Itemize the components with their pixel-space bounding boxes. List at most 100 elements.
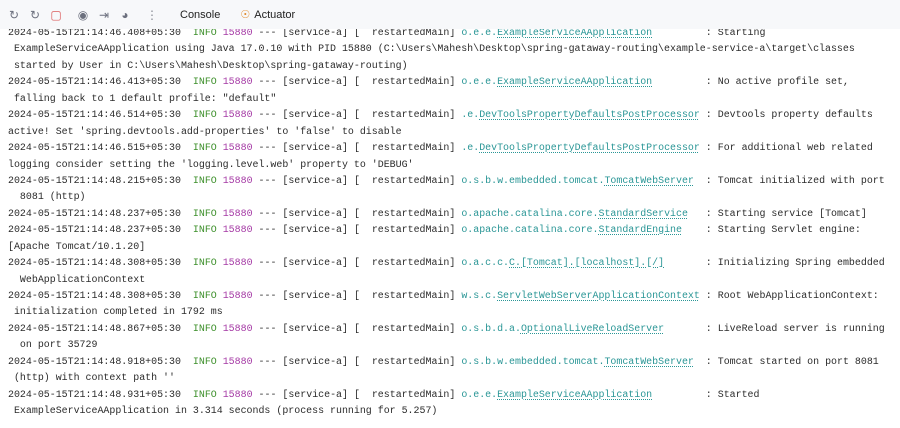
log-line-continuation: ExampleServiceAApplication in 3.314 seco… <box>8 405 438 417</box>
log-app-name: [service-a] <box>282 224 348 236</box>
log-timestamp: 2024-05-15T21:14:48.867+05:30 <box>8 322 181 334</box>
log-timestamp: 2024-05-15T21:14:46.515+05:30 <box>8 142 181 154</box>
log-line-continuation: started by User in C:\Users\Mahesh\Deskt… <box>8 59 408 71</box>
log-message: Tomcat started on port 8081 <box>717 355 879 367</box>
log-thread: [ restartedMain] <box>353 142 456 154</box>
more-icon[interactable]: ⋮ <box>146 7 158 22</box>
log-line: 2024-05-15T21:14:46.514+05:30 INFO 15880… <box>8 107 900 123</box>
log-pid: 15880 <box>222 76 253 88</box>
logger-class-link[interactable]: ExampleServiceAApplication <box>497 27 653 38</box>
log-thread: [ restartedMain] <box>353 207 456 219</box>
log-app-name: [service-a] <box>282 388 348 400</box>
log-line-continuation: ExampleServiceAApplication using Java 17… <box>8 43 855 55</box>
log-level: INFO <box>192 290 217 301</box>
log-line: 2024-05-15T21:14:48.931+05:30 INFO 15880… <box>8 387 900 403</box>
log-pid: 15880 <box>222 257 253 269</box>
stop-icon[interactable]: ▢ <box>50 7 62 22</box>
rerun-debug-icon[interactable]: ↻ <box>29 7 41 22</box>
log-timestamp: 2024-05-15T21:14:48.237+05:30 <box>8 224 181 236</box>
log-line: 2024-05-15T21:14:46.408+05:30 INFO 15880… <box>8 25 900 41</box>
log-separator: --- <box>258 207 277 219</box>
log-separator: --- <box>258 388 277 400</box>
log-line-continuation: on port 35729 <box>8 339 98 351</box>
log-timestamp: 2024-05-15T21:14:48.918+05:30 <box>8 355 181 367</box>
log-message: Initializing Spring embedded <box>717 257 885 269</box>
profiler-icon[interactable]: ◕ <box>121 7 129 22</box>
log-separator: --- <box>258 27 277 38</box>
log-message: Started <box>717 388 760 400</box>
logger-class-link[interactable]: DevToolsPropertyDefaultsPostProcessor <box>479 142 700 154</box>
log-separator: --- <box>258 322 277 334</box>
log-line-continuation: 8081 (http) <box>8 191 86 203</box>
log-app-name: [service-a] <box>282 174 348 186</box>
log-thread: [ restartedMain] <box>353 355 456 367</box>
log-app-name: [service-a] <box>282 142 348 154</box>
log-message: Starting <box>717 27 766 38</box>
log-logger: o.s.b.w.embedded.tomcat.TomcatWebServer <box>461 354 700 370</box>
screenshot-icon[interactable]: ◉ <box>77 7 89 22</box>
logger-class-link[interactable]: ExampleServiceAApplication <box>497 76 653 88</box>
log-level: INFO <box>192 207 217 219</box>
rerun-icon[interactable]: ↻ <box>8 7 20 22</box>
run-toolbar: ↻ ↻ ▢ ◉ ⇥ ◕ ⋮ Console ☉Actuator <box>0 0 900 29</box>
console-output[interactable]: 2024-05-15T21:14:46.408+05:30 INFO 15880… <box>8 25 900 420</box>
log-line: 2024-05-15T21:14:48.308+05:30 INFO 15880… <box>8 288 900 304</box>
log-level: INFO <box>192 355 217 367</box>
log-timestamp: 2024-05-15T21:14:48.308+05:30 <box>8 257 181 269</box>
log-line: 2024-05-15T21:14:48.237+05:30 INFO 15880… <box>8 222 900 238</box>
log-level: INFO <box>192 109 217 121</box>
logger-class-link[interactable]: DevToolsPropertyDefaultsPostProcessor <box>479 109 700 121</box>
log-logger: o.s.b.d.a.OptionalLiveReloadServer <box>461 321 700 337</box>
log-thread: [ restartedMain] <box>353 290 456 301</box>
log-timestamp: 2024-05-15T21:14:46.408+05:30 <box>8 27 181 38</box>
logger-class-link[interactable]: OptionalLiveReloadServer <box>520 322 665 334</box>
log-thread: [ restartedMain] <box>353 109 456 121</box>
log-pid: 15880 <box>222 388 253 400</box>
log-timestamp: 2024-05-15T21:14:48.931+05:30 <box>8 388 181 400</box>
log-thread: [ restartedMain] <box>353 174 456 186</box>
logger-class-link[interactable]: ExampleServiceAApplication <box>497 388 653 400</box>
log-pid: 15880 <box>222 174 253 186</box>
log-pid: 15880 <box>222 109 253 121</box>
log-message: No active profile set, <box>717 76 849 88</box>
log-logger: w.s.c.ServletWebServerApplicationContext <box>461 288 700 304</box>
logger-package: o.apache.catalina.core. <box>461 224 599 236</box>
log-app-name: [service-a] <box>282 355 348 367</box>
restore-layout-icon[interactable]: ⇥ <box>98 7 110 22</box>
tab-actuator[interactable]: ☉Actuator <box>240 8 295 22</box>
log-line-continuation: initialization completed in 1792 ms <box>8 306 223 318</box>
log-separator: --- <box>258 257 277 269</box>
logger-class-link[interactable]: StandardService <box>598 207 688 219</box>
log-separator: --- <box>258 142 277 154</box>
log-pid: 15880 <box>222 322 253 334</box>
log-message: For additional web related <box>717 142 873 154</box>
log-message: Devtools property defaults <box>717 109 873 121</box>
log-level: INFO <box>192 76 217 88</box>
log-level: INFO <box>192 388 217 400</box>
logger-class-link[interactable]: TomcatWebServer <box>604 174 694 186</box>
logger-class-link[interactable]: StandardEngine <box>598 224 682 236</box>
log-pid: 15880 <box>222 27 253 38</box>
log-separator: --- <box>258 174 277 186</box>
log-pid: 15880 <box>222 290 253 301</box>
log-level: INFO <box>192 257 217 269</box>
log-app-name: [service-a] <box>282 76 348 88</box>
log-line: 2024-05-15T21:14:46.515+05:30 INFO 15880… <box>8 140 900 156</box>
log-line-continuation: [Apache Tomcat/10.1.20] <box>8 240 146 252</box>
log-level: INFO <box>192 142 217 154</box>
logger-class-link[interactable]: ServletWebServerApplicationContext <box>497 290 700 301</box>
log-separator: --- <box>258 290 277 301</box>
log-timestamp: 2024-05-15T21:14:46.413+05:30 <box>8 76 181 88</box>
log-line: 2024-05-15T21:14:48.237+05:30 INFO 15880… <box>8 206 900 222</box>
logger-class-link[interactable]: TomcatWebServer <box>604 355 694 367</box>
tab-console[interactable]: Console <box>180 9 220 21</box>
log-separator: --- <box>258 355 277 367</box>
log-line-continuation: logging consider setting the 'logging.le… <box>8 158 414 170</box>
log-message: Root WebApplicationContext: <box>717 290 879 301</box>
log-line-continuation: falling back to 1 default profile: "defa… <box>8 92 277 104</box>
log-message: Tomcat initialized with port <box>717 174 885 186</box>
log-level: INFO <box>192 224 217 236</box>
logger-class-link[interactable]: C.[Tomcat].[localhost].[/] <box>509 257 665 269</box>
log-thread: [ restartedMain] <box>353 257 456 269</box>
log-app-name: [service-a] <box>282 257 348 269</box>
